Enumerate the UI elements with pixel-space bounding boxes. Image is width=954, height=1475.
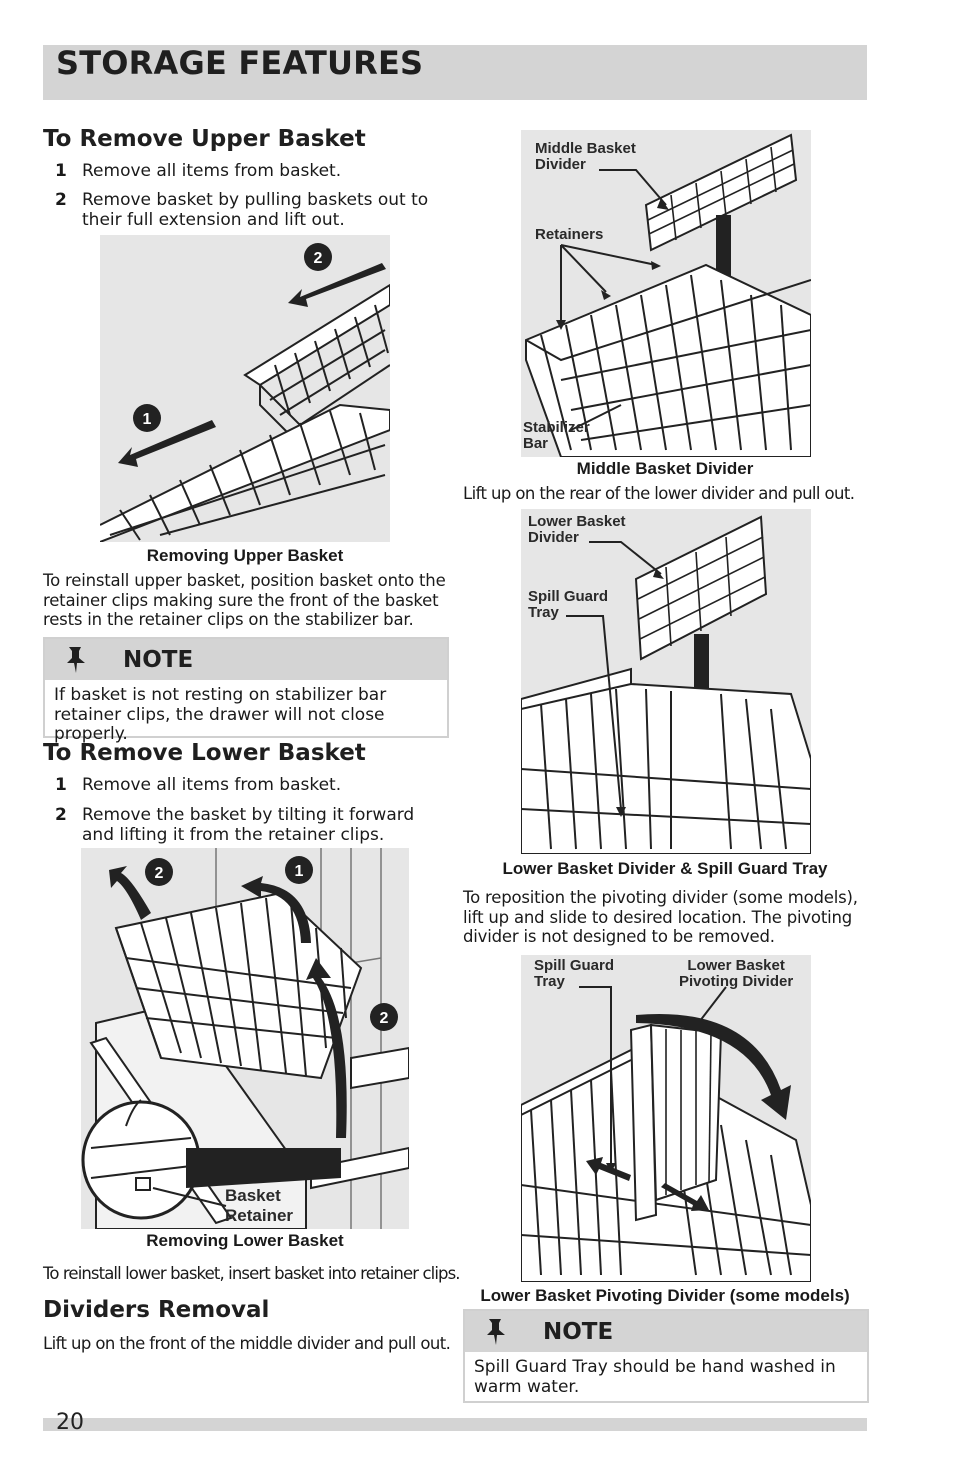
spill-guard-tray-label: Spill Guard Tray bbox=[534, 957, 615, 990]
middle-divider-label: Middle Basket Divider bbox=[535, 140, 636, 173]
step-number: 1 bbox=[55, 161, 67, 181]
pushpin-icon bbox=[67, 647, 85, 673]
lower-basket-heading: To Remove Lower Basket bbox=[43, 740, 366, 766]
note-header: NOTE bbox=[465, 1311, 867, 1352]
lower-reinstall-text: To reinstall lower basket, insert basket… bbox=[43, 1264, 461, 1283]
step-badge: 1 bbox=[295, 863, 304, 880]
lower-divider-caption: Lower Basket Divider & Spill Guard Tray bbox=[502, 859, 828, 878]
step-text: Remove all items from basket. bbox=[82, 775, 342, 795]
basket-retainer-label: Basket Retainer bbox=[225, 1186, 294, 1225]
step-badge: 2 bbox=[380, 1010, 389, 1027]
step-badge: 1 bbox=[143, 411, 152, 428]
note-box: NOTE If basket is not resting on stabili… bbox=[43, 637, 449, 744]
pivoting-divider-caption: Lower Basket Pivoting Divider (some mode… bbox=[480, 1286, 850, 1305]
page-number: 20 bbox=[56, 1410, 84, 1435]
stabilizer-bar-label: Stabilizer Bar bbox=[523, 419, 590, 452]
note-title: NOTE bbox=[123, 647, 194, 673]
lower-basket-caption: Removing Lower Basket bbox=[146, 1231, 344, 1250]
middle-divider-illustration: Middle Basket Divider Retainers Stabiliz… bbox=[521, 130, 811, 457]
note-text: If basket is not resting on stabilizer b… bbox=[54, 685, 387, 744]
retainers-label: Retainers bbox=[535, 226, 604, 243]
note-box: NOTE Spill Guard Tray should be hand was… bbox=[463, 1309, 869, 1403]
middle-divider-text: Lift up on the rear of the lower divider… bbox=[463, 484, 855, 503]
upper-basket-caption: Removing Upper Basket bbox=[146, 546, 344, 565]
step-number: 2 bbox=[55, 190, 67, 210]
pivoting-divider-label: Lower Basket Pivoting Divider bbox=[679, 957, 794, 990]
spill-guard-tray-label: Spill Guard Tray bbox=[528, 588, 609, 621]
pushpin-icon bbox=[487, 1319, 505, 1345]
lower-divider-illustration: Lower Basket Divider Spill Guard Tray bbox=[521, 509, 811, 854]
step-number: 1 bbox=[55, 775, 67, 795]
step-text: Remove all items from basket. bbox=[82, 161, 342, 181]
upper-basket-heading: To Remove Upper Basket bbox=[43, 126, 366, 152]
note-header: NOTE bbox=[45, 639, 447, 680]
upper-basket-illustration: 2 1 bbox=[100, 235, 390, 542]
note-title: NOTE bbox=[543, 1319, 614, 1345]
step-number: 2 bbox=[55, 805, 67, 825]
page-title: STORAGE FEATURES bbox=[56, 44, 424, 82]
middle-divider-caption: Middle Basket Divider bbox=[576, 459, 754, 478]
step-badge: 2 bbox=[155, 865, 164, 882]
step-text: Remove basket by pulling baskets out to … bbox=[82, 190, 429, 230]
dividers-text: Lift up on the front of the middle divid… bbox=[43, 1334, 451, 1353]
lower-divider-text: To reposition the pivoting divider (some… bbox=[463, 888, 858, 946]
lower-basket-illustration: 2 1 2 Basket Retainer bbox=[81, 848, 409, 1229]
dividers-heading: Dividers Removal bbox=[43, 1297, 270, 1323]
lower-divider-label: Lower Basket Divider bbox=[528, 513, 626, 546]
step-badge: 2 bbox=[314, 250, 323, 267]
note-text: Spill Guard Tray should be hand washed i… bbox=[474, 1357, 836, 1397]
step-text: Remove the basket by tilting it forward … bbox=[82, 805, 415, 845]
upper-reinstall-text: To reinstall upper basket, position bask… bbox=[43, 571, 446, 629]
header-bar bbox=[43, 45, 867, 100]
pivoting-divider-illustration: Spill Guard Tray Lower Basket Pivoting D… bbox=[521, 955, 811, 1282]
footer-bar bbox=[43, 1418, 867, 1431]
